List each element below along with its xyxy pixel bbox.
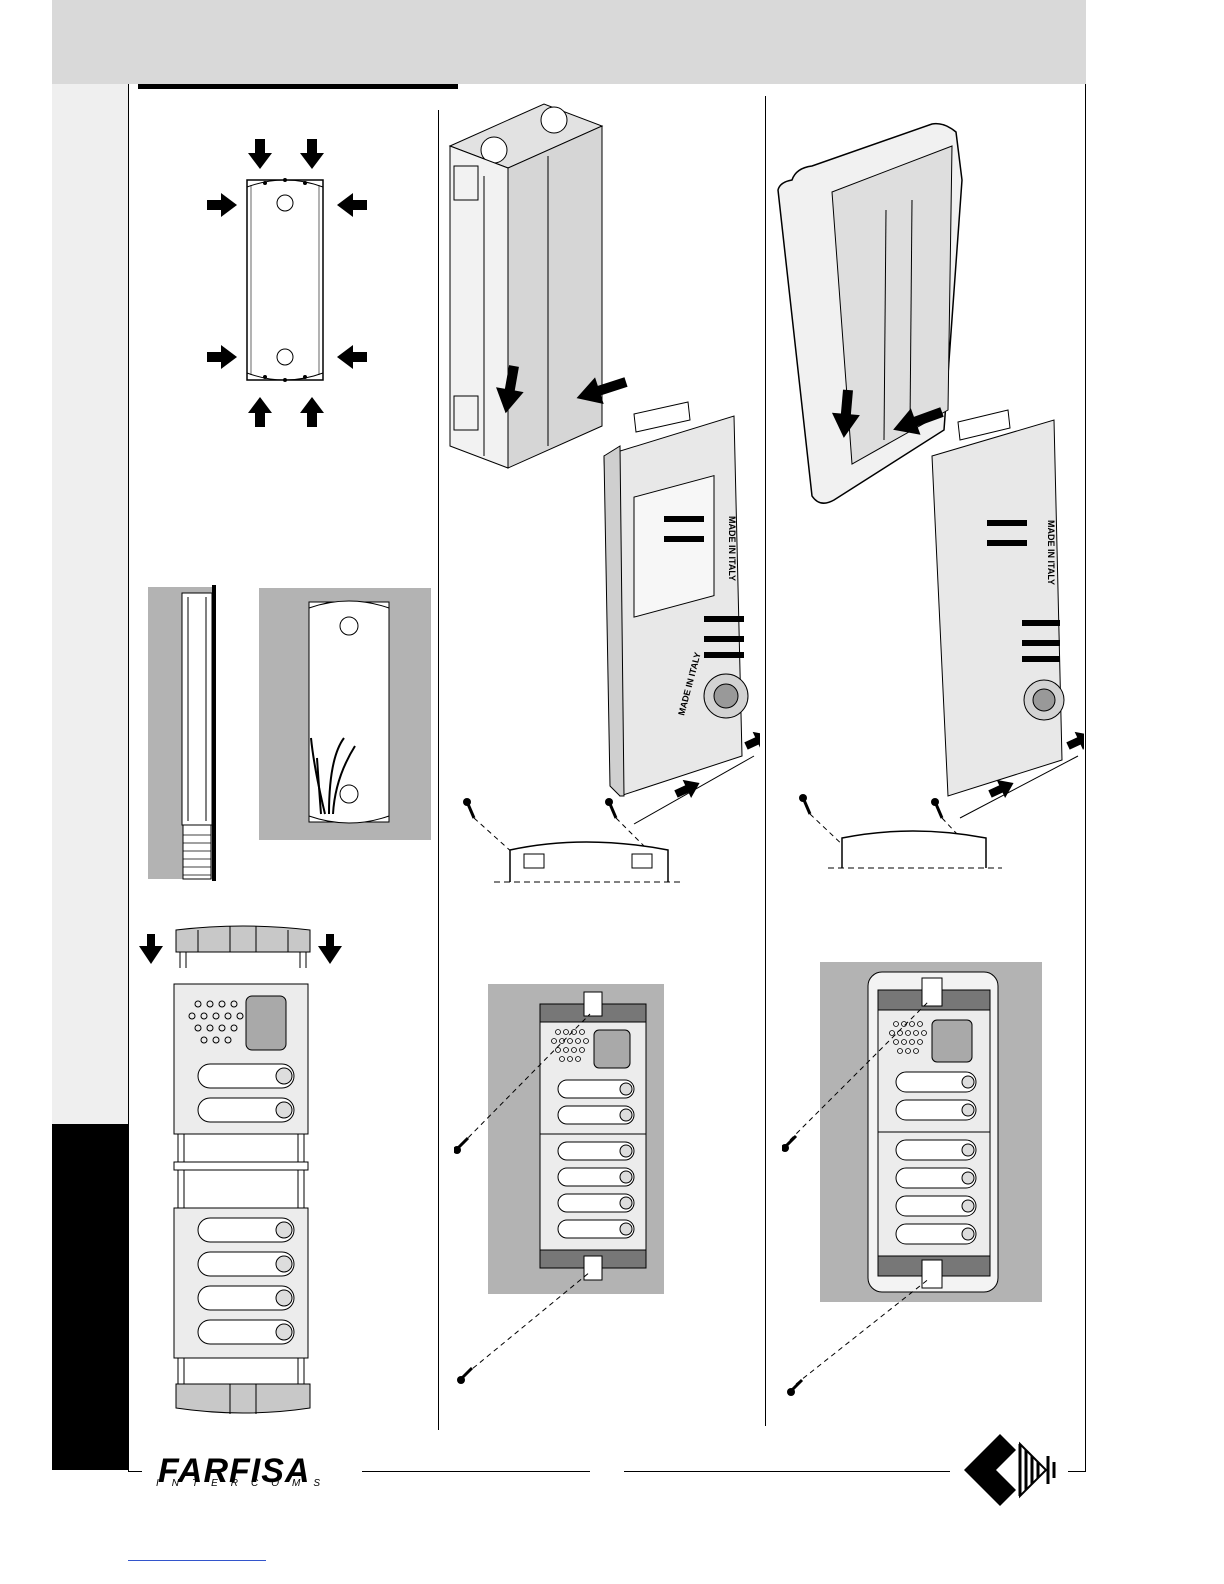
screw-icon (799, 794, 810, 814)
arrow-up-icon (300, 397, 324, 427)
surface-hood-insertion: MADE IN ITALY (772, 120, 1084, 880)
screw-icon (931, 798, 942, 818)
footer-rule (128, 1471, 142, 1472)
bottom-link-underline[interactable] (128, 1560, 266, 1561)
backbox-side-view (148, 585, 218, 881)
section-title-bar (138, 84, 458, 89)
arrow-down-icon (300, 139, 324, 169)
screw-icon (457, 1368, 472, 1384)
footer-rule (624, 1471, 950, 1472)
footer-rule (1068, 1471, 1086, 1472)
column-divider-2 (765, 96, 766, 1426)
arrow-left-icon (672, 774, 704, 803)
arrow-right-icon (207, 345, 237, 369)
arrow-right-icon (207, 193, 237, 217)
flush-box-insertion: MADE IN ITALY MADE IN ITALY (444, 96, 760, 886)
screw-icon (787, 1380, 802, 1396)
flush-mounted-panel (454, 984, 666, 1384)
surface-mounted-panel (782, 960, 1044, 1400)
header-band (52, 0, 1086, 84)
side-strip-dark (52, 1124, 128, 1470)
brand-diamond-icon (960, 1432, 1066, 1508)
arrow-down-icon (248, 139, 272, 169)
arrow-down-icon (139, 934, 163, 964)
arrow-down-icon (318, 934, 342, 964)
svg-text:MADE IN ITALY: MADE IN ITALY (727, 516, 737, 581)
brand-tagline: INTERCOMS (156, 1478, 333, 1489)
arrow-left-icon (337, 193, 367, 217)
arrow-left-icon (1064, 726, 1084, 755)
arrow-left-icon (337, 345, 367, 369)
backbox-front-arrows (195, 135, 380, 430)
column-divider-1 (438, 110, 439, 1430)
panel-exploded-view (138, 922, 350, 1422)
backbox-wall-view (259, 588, 431, 840)
side-strip-light (52, 84, 128, 1124)
arrow-left-icon (742, 726, 760, 755)
screw-icon (605, 798, 616, 818)
screw-icon (782, 1136, 796, 1152)
screw-icon (454, 1138, 468, 1154)
footer-rule (362, 1471, 590, 1472)
arrow-up-icon (248, 397, 272, 427)
svg-text:MADE IN ITALY: MADE IN ITALY (1046, 520, 1056, 585)
screw-icon (463, 798, 474, 818)
